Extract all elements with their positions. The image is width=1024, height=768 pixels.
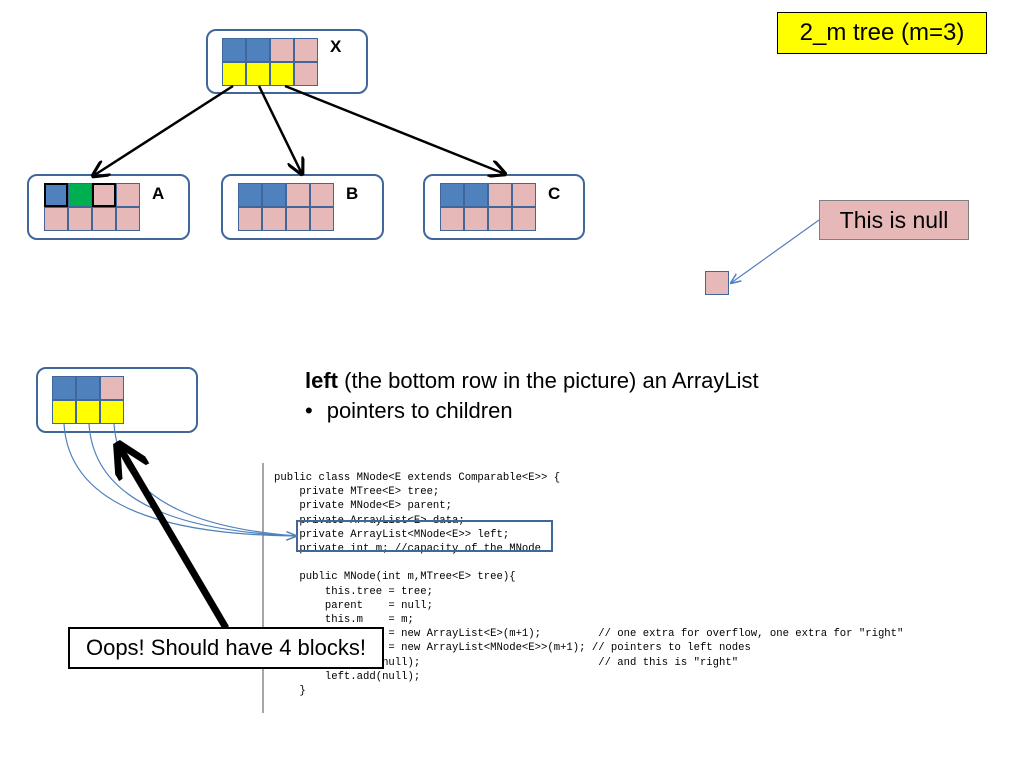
pointer-cell	[238, 207, 262, 231]
pointer-cell	[294, 62, 318, 86]
data-cell	[286, 183, 310, 207]
description-rest: (the bottom row in the picture) an Array…	[338, 368, 759, 393]
description-keyword: left	[305, 368, 338, 393]
callout-arrow	[120, 448, 230, 630]
node-c-label: C	[548, 184, 561, 203]
pointer-cell	[100, 400, 124, 424]
data-cell	[464, 183, 488, 207]
pointer-cell	[512, 207, 536, 231]
pointer-cell	[222, 62, 246, 86]
pointer-cell	[52, 400, 76, 424]
node-a-grid	[44, 183, 140, 231]
code-text: public class MNode<E extends Comparable<…	[274, 472, 904, 698]
data-cell	[68, 183, 92, 207]
data-cell	[246, 38, 270, 62]
pointer-cell	[310, 207, 334, 231]
node-b: B	[221, 174, 384, 240]
node-example-grid	[52, 376, 124, 424]
data-cell	[238, 183, 262, 207]
data-cell	[440, 183, 464, 207]
pointer-cell	[464, 207, 488, 231]
pointer-cell	[286, 207, 310, 231]
data-cell	[44, 183, 68, 207]
data-cell	[92, 183, 116, 207]
edge-null	[731, 219, 820, 283]
node-example	[36, 367, 198, 433]
bullet-text: pointers to children	[326, 398, 513, 423]
node-x: X	[206, 29, 368, 94]
edge-x-c	[284, 84, 505, 174]
null-label: This is null	[819, 200, 969, 240]
data-cell	[488, 183, 512, 207]
data-cell	[262, 183, 286, 207]
callout-note: Oops! Should have 4 blocks!	[68, 627, 384, 669]
data-cell	[222, 38, 246, 62]
description: left (the bottom row in the picture) an …	[305, 366, 759, 426]
pointer-cell	[262, 207, 286, 231]
node-a: A	[27, 174, 190, 240]
pointer-cell	[76, 400, 100, 424]
null-square	[705, 271, 729, 295]
data-cell	[52, 376, 76, 400]
pointer-cell	[440, 207, 464, 231]
pointer-cell	[488, 207, 512, 231]
node-c-grid	[440, 183, 536, 231]
code-panel: public class MNode<E extends Comparable<…	[262, 463, 984, 713]
code-highlight-box	[296, 520, 553, 552]
node-b-grid	[238, 183, 334, 231]
data-cell	[270, 38, 294, 62]
description-line: left (the bottom row in the picture) an …	[305, 366, 759, 396]
node-c: C	[423, 174, 585, 240]
pointer-cell	[116, 207, 140, 231]
data-cell	[76, 376, 100, 400]
description-bullet: • pointers to children	[305, 396, 759, 426]
data-cell	[294, 38, 318, 62]
bullet-icon: •	[305, 398, 313, 423]
data-cell	[512, 183, 536, 207]
pointer-cell	[44, 207, 68, 231]
node-x-grid	[222, 38, 318, 86]
edge-x-b	[257, 85, 302, 174]
data-cell	[100, 376, 124, 400]
node-a-label: A	[152, 184, 165, 203]
diagram-title: 2_m tree (m=3)	[777, 12, 987, 54]
pointer-cell	[270, 62, 294, 86]
node-b-label: B	[346, 184, 359, 203]
pointer-cell	[68, 207, 92, 231]
node-x-label: X	[330, 37, 342, 56]
edge-x-a	[93, 84, 234, 176]
data-cell	[310, 183, 334, 207]
data-cell	[116, 183, 140, 207]
pointer-cell	[92, 207, 116, 231]
pointer-cell	[246, 62, 270, 86]
